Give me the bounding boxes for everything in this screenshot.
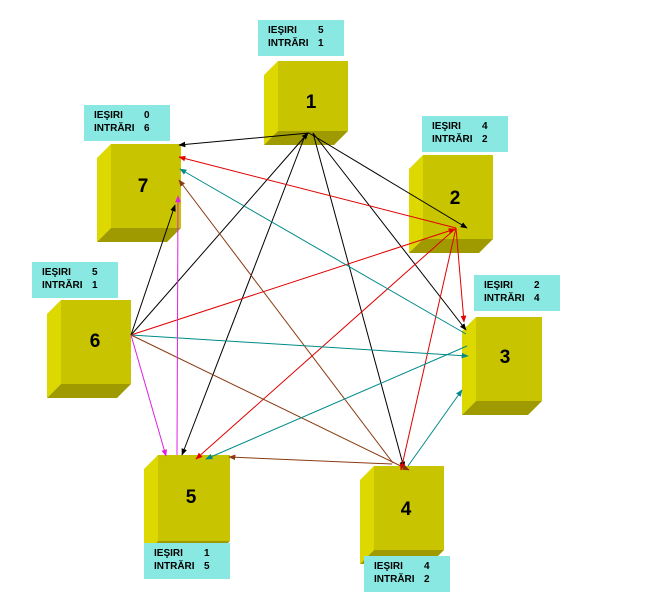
cube-bottom-face — [409, 239, 493, 253]
cube-front-face — [423, 155, 493, 239]
edge-6-to-7 — [130, 204, 176, 336]
node-1-info-box: IEŞIRI 5 INTRĂRI 1 — [258, 20, 344, 56]
outputs-value: 4 — [482, 121, 488, 132]
node-7-info-box: IEŞIRI 0 INTRĂRI 6 — [84, 105, 170, 141]
outputs-label: IEŞIRI — [484, 280, 513, 291]
cube-left-face — [264, 61, 278, 145]
edge-3-to-7 — [179, 168, 467, 335]
node-5-label: 5 — [186, 487, 197, 508]
cube-bottom-face — [47, 384, 131, 398]
cube-bottom-face — [97, 228, 181, 242]
inputs-value: 1 — [318, 38, 324, 49]
outputs-label: IEŞIRI — [42, 267, 71, 278]
edge-6-to-4 — [130, 334, 410, 471]
inputs-label: INTRĂRI — [154, 561, 195, 572]
edge-6-to-5 — [130, 334, 167, 457]
inputs-label: INTRĂRI — [374, 574, 415, 585]
node-3-cube: 3 — [462, 317, 542, 415]
node-6-cube: 6 — [47, 300, 131, 398]
outputs-value: 4 — [424, 561, 430, 572]
edges-layer — [130, 132, 469, 471]
edge-4-to-7 — [178, 179, 394, 464]
node-7-label: 7 — [138, 176, 149, 197]
cube-left-face — [462, 317, 476, 415]
node-5-cube: 5 — [144, 455, 230, 555]
edge-4-to-3 — [407, 389, 463, 467]
node-1-cube: 1 — [264, 61, 348, 145]
inputs-value: 1 — [92, 280, 98, 291]
inputs-value: 5 — [204, 561, 210, 572]
outputs-label: IEŞIRI — [154, 548, 183, 559]
outputs-value: 5 — [318, 25, 324, 36]
outputs-label: IEŞIRI — [94, 110, 123, 121]
edge-1-to-2 — [308, 132, 468, 229]
node-6-label: 6 — [90, 331, 101, 352]
outputs-label: IEŞIRI — [432, 121, 461, 132]
inputs-value: 2 — [424, 574, 430, 585]
cube-front-face — [374, 466, 444, 550]
cube-left-face — [97, 144, 111, 242]
edge-1-to-5 — [181, 132, 307, 456]
inputs-label: INTRĂRI — [268, 38, 309, 49]
node-4-cube: 4 — [360, 466, 444, 564]
cube-left-face — [144, 455, 158, 555]
outputs-value: 2 — [534, 280, 540, 291]
edge-2-to-7 — [178, 155, 457, 229]
node-1-label: 1 — [306, 92, 317, 113]
inputs-value: 4 — [534, 293, 540, 304]
inputs-value: 6 — [144, 123, 150, 134]
cube-front-face — [158, 455, 230, 541]
cube-left-face — [409, 155, 423, 253]
node-2-label: 2 — [450, 188, 461, 209]
inputs-label: INTRĂRI — [42, 280, 83, 291]
inputs-label: INTRĂRI — [432, 134, 473, 145]
inputs-label: INTRĂRI — [484, 293, 525, 304]
cube-bottom-face — [462, 401, 542, 415]
edge-2-to-3 — [455, 227, 467, 323]
cube-front-face — [278, 61, 348, 131]
outputs-value: 0 — [144, 110, 150, 121]
edge-1-to-7 — [178, 132, 310, 148]
edge-1-to-4 — [312, 132, 406, 469]
edge-2-to-4 — [399, 227, 457, 471]
edge-6-to-3 — [130, 334, 469, 359]
inputs-value: 2 — [482, 134, 488, 145]
outputs-label: IEŞIRI — [268, 25, 297, 36]
node-3-label: 3 — [500, 347, 511, 368]
node-4-info-box: IEŞIRI 4 INTRĂRI 2 — [364, 556, 450, 592]
node-3-info-box: IEŞIRI 2 INTRĂRI 4 — [474, 275, 560, 311]
inputs-label: INTRĂRI — [94, 123, 135, 134]
cube-front-face — [111, 144, 181, 228]
node-4-label: 4 — [401, 499, 412, 520]
cube-front-face — [61, 300, 131, 384]
cube-front-face — [476, 317, 542, 401]
node-2-info-box: IEŞIRI 4 INTRĂRI 2 — [422, 116, 508, 152]
node-2-cube: 2 — [409, 155, 493, 253]
outputs-value: 1 — [204, 548, 210, 559]
outputs-value: 5 — [92, 267, 98, 278]
edge-3-to-5 — [205, 345, 468, 460]
cube-left-face — [360, 466, 374, 564]
edge-4-to-5 — [228, 454, 393, 465]
outputs-label: IEŞIRI — [374, 561, 403, 572]
edge-2-to-5 — [195, 228, 456, 460]
node-5-info-box: IEŞIRI 1 INTRĂRI 5 — [144, 543, 230, 579]
cube-left-face — [47, 300, 61, 398]
node-7-cube: 7 — [97, 144, 181, 242]
edge-6-to-2 — [130, 228, 456, 336]
node-6-info-box: IEŞIRI 5 INTRĂRI 1 — [32, 262, 118, 298]
edge-5-to-7 — [175, 195, 181, 456]
